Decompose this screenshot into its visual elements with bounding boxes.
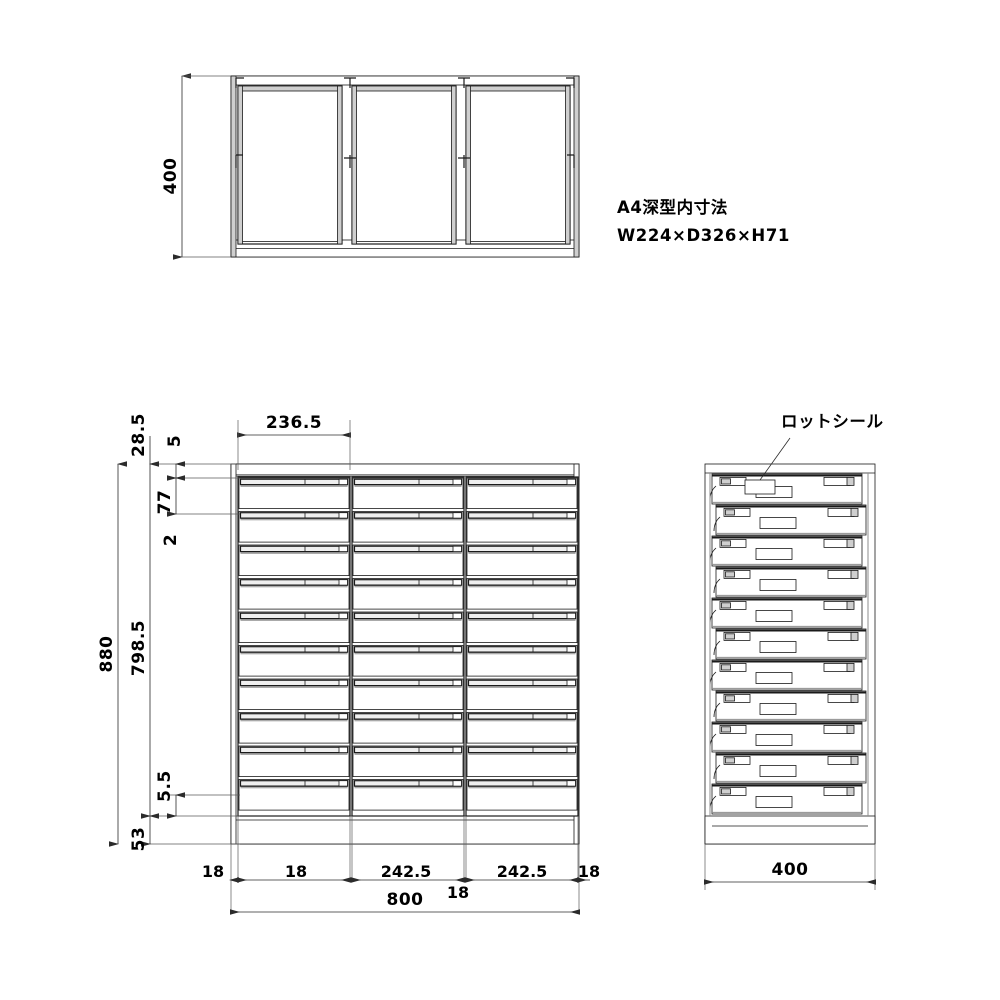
front-view-hdim-18-right: 18 — [578, 862, 600, 881]
side-view-drawer-stack — [709, 473, 867, 815]
front-view-dim-798-5: 798.5 — [129, 620, 149, 676]
top-view-bay — [351, 85, 457, 245]
front-view-hdim-18-a: 18 — [285, 862, 307, 881]
front-view-vertical-dimensions: 880 798.5 28.5 5 77 2 5.5 53 — [97, 413, 240, 851]
top-view: 400 — [161, 73, 580, 260]
front-view-hdim-242-5-b: 242.5 — [497, 862, 548, 881]
front-view-dim-5-5: 5.5 — [155, 770, 175, 802]
side-view-width-dimension: 400 — [704, 844, 876, 890]
front-view-hdim-242-5-a: 242.5 — [381, 862, 432, 881]
front-view: 236.5 880 798.5 28.5 5 77 — [97, 413, 600, 915]
top-view-height-value: 400 — [161, 158, 181, 195]
tray-spec-note: A4深型内寸法 W224×D326×H71 — [617, 197, 790, 245]
tray-spec-label: A4深型内寸法 — [617, 197, 728, 217]
front-view-hdim-18-left: 18 — [202, 862, 224, 881]
top-view-bay — [465, 85, 571, 245]
lot-seal-marker — [744, 479, 776, 495]
front-view-inner-width-value: 236.5 — [266, 413, 322, 433]
front-view-dim-5: 5 — [165, 435, 185, 447]
front-view-overall-height-value: 880 — [97, 636, 117, 673]
tray-spec-value: W224×D326×H71 — [617, 226, 790, 245]
top-view-height-dimension: 400 — [161, 73, 231, 260]
front-view-overall-width-value: 800 — [387, 890, 424, 910]
front-view-column — [237, 476, 351, 817]
front-view-dim-53: 53 — [129, 827, 149, 852]
front-view-hdim-18-middle: 18 — [447, 883, 469, 902]
front-view-column — [465, 476, 579, 817]
front-view-dim-77: 77 — [155, 490, 175, 515]
top-view-bay — [237, 85, 343, 245]
front-view-dim-28-5: 28.5 — [129, 413, 149, 457]
front-view-dim-2: 2 — [161, 534, 181, 546]
front-view-horizontal-dimensions: 18 18 242.5 242.5 18 18 800 — [202, 816, 600, 915]
front-view-inner-width-dimension: 236.5 — [237, 413, 351, 470]
lot-seal-label: ロットシール — [781, 412, 884, 431]
side-view-width-value: 400 — [772, 860, 809, 880]
side-view: ロットシール 400 — [704, 412, 884, 890]
lot-seal-callout: ロットシール — [744, 412, 884, 495]
front-view-column — [351, 476, 465, 817]
